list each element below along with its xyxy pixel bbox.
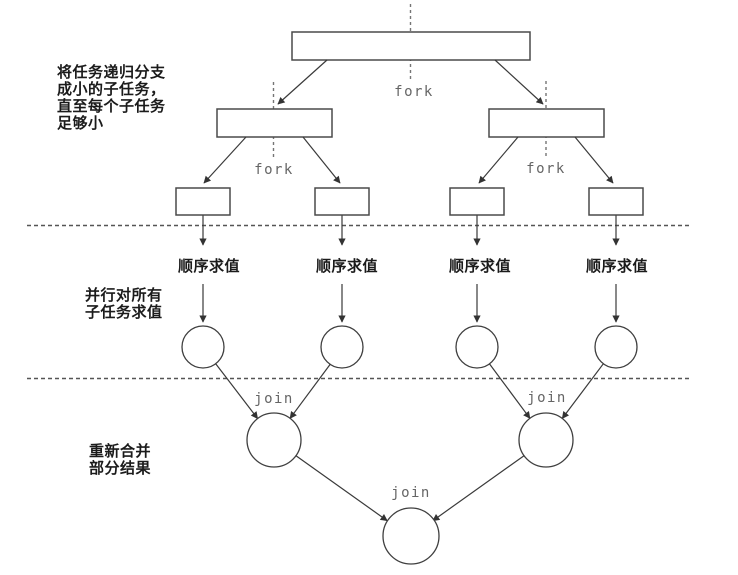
join-circle-right — [518, 412, 574, 468]
leaf-task-box-2 — [314, 187, 370, 216]
join-arrow-left-2 — [289, 363, 331, 419]
fork-arrow-right-2 — [574, 136, 614, 184]
fork-label-left: fork — [254, 162, 294, 178]
fork-label-root: fork — [394, 84, 434, 100]
join-arrow-right-1 — [489, 363, 531, 419]
join-label-left: join — [254, 391, 294, 407]
join-arrow-left-1 — [215, 363, 259, 420]
join-label-right: join — [527, 390, 567, 406]
result-circle-3 — [455, 325, 499, 369]
fork-arrow-left-1 — [203, 136, 247, 184]
annotation-join-phase: 重新合并 部分结果 — [89, 443, 151, 477]
annotation-line: 将任务递归分支 — [57, 63, 166, 81]
annotation-line: 部分结果 — [89, 459, 152, 477]
annotation-line: 直至每个子任务 — [57, 97, 166, 115]
annotation-line: 足够小 — [57, 114, 104, 132]
final-join-arrow-right — [432, 455, 525, 522]
annotation-fork-phase: 将任务递归分支 成小的子任务， 直至每个子任务 足够小 — [57, 64, 166, 132]
subtask-box-right — [488, 108, 605, 138]
annotation-line: 重新合并 — [89, 442, 152, 460]
fork-arrow-right-1 — [478, 136, 519, 184]
join-circle-left — [246, 412, 302, 468]
annotation-compute-phase: 并行对所有 子任务求值 — [85, 287, 163, 321]
leaf-task-box-4 — [588, 187, 644, 216]
sequential-eval-label-4: 顺序求值 — [586, 257, 648, 275]
join-arrow-right-2 — [561, 363, 604, 419]
leaf-task-box-3 — [449, 187, 505, 216]
fork-arrow-left-2 — [302, 136, 341, 184]
sequential-eval-label-1: 顺序求值 — [178, 257, 240, 275]
leaf-task-box-1 — [175, 187, 231, 216]
result-circle-1 — [181, 325, 225, 369]
annotation-line: 成小的子任务， — [57, 80, 166, 98]
final-join-arrow-left — [295, 455, 388, 522]
annotation-line: 子任务求值 — [85, 303, 163, 321]
result-circle-2 — [320, 325, 364, 369]
fork-arrow-root-right — [494, 59, 544, 105]
result-circle-4 — [594, 325, 638, 369]
subtask-box-left — [216, 108, 333, 138]
annotation-line: 并行对所有 — [85, 286, 163, 304]
fork-arrow-root-left — [277, 59, 328, 105]
sequential-eval-label-2: 顺序求值 — [316, 257, 378, 275]
fork-label-right: fork — [526, 161, 566, 177]
join-label-final: join — [391, 485, 431, 501]
sequential-eval-label-3: 顺序求值 — [449, 257, 511, 275]
root-task-box — [291, 31, 531, 61]
final-join-circle — [382, 507, 440, 565]
